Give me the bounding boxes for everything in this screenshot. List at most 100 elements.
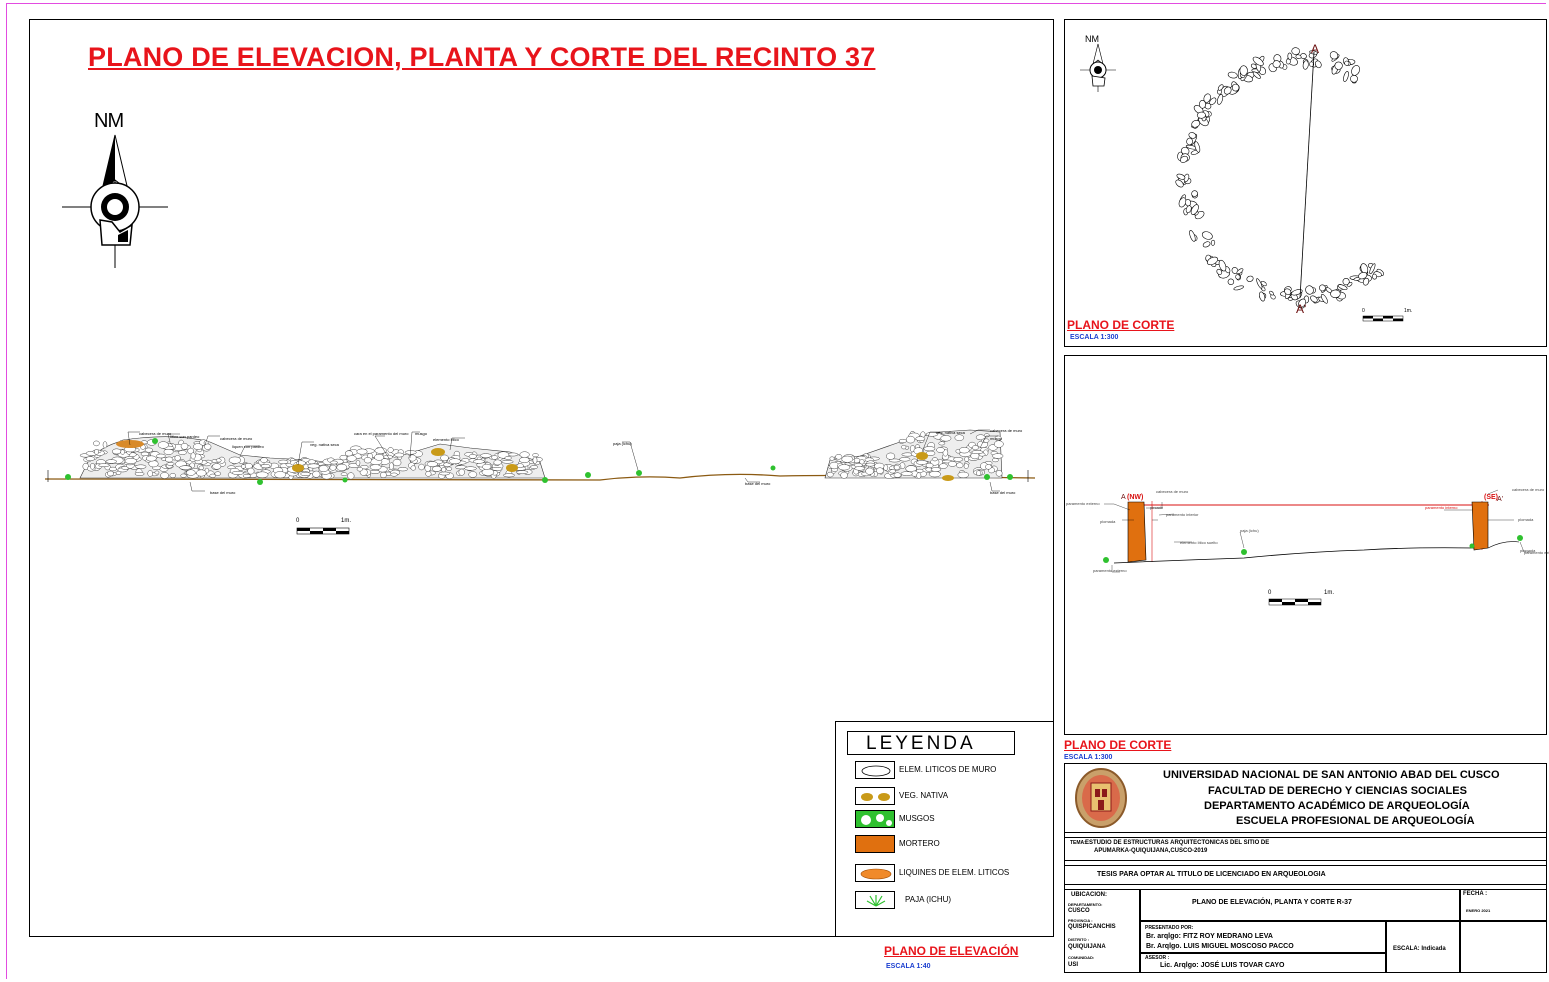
plan-stone bbox=[1188, 132, 1197, 139]
section-a: A bbox=[1121, 494, 1126, 501]
plan-stone bbox=[1362, 277, 1370, 286]
plan-stone bbox=[1218, 259, 1227, 272]
wall-stone bbox=[340, 472, 348, 477]
wall-stone bbox=[255, 471, 269, 479]
wall-stone bbox=[940, 435, 952, 442]
wall-stone bbox=[94, 448, 99, 455]
wall-stone bbox=[938, 463, 948, 469]
wall-stone bbox=[154, 470, 160, 475]
wall-stone bbox=[147, 470, 153, 477]
university-seal bbox=[1074, 767, 1128, 829]
wall-stone bbox=[963, 463, 969, 469]
wall-stone bbox=[458, 468, 465, 476]
plan-stone bbox=[1295, 54, 1302, 59]
wall-stone bbox=[169, 473, 177, 478]
school-name: ESCUELA PROFESIONAL DE ARQUEOLOGÍA bbox=[1236, 815, 1475, 827]
section-a2: A' bbox=[1497, 496, 1504, 503]
plan-stone bbox=[1196, 111, 1206, 119]
wall-stone bbox=[893, 464, 900, 471]
plan-stone bbox=[1284, 288, 1292, 295]
section-drawing bbox=[1103, 489, 1530, 573]
wall-stone bbox=[408, 454, 417, 462]
plan-stone bbox=[1231, 83, 1240, 92]
north-arrow-icon bbox=[62, 134, 168, 268]
wall-stone bbox=[389, 462, 394, 470]
wall-stone bbox=[994, 435, 1002, 441]
plan-stone bbox=[1330, 289, 1341, 299]
elevation-annotation: cabecera de muro bbox=[220, 436, 253, 441]
wall-stone bbox=[905, 435, 916, 444]
wall-stone bbox=[190, 452, 196, 460]
wall-stone bbox=[953, 457, 964, 462]
section-annotation: paramento externo bbox=[1524, 550, 1549, 555]
wall-stone bbox=[198, 465, 204, 471]
wall-stone bbox=[274, 471, 287, 479]
plan-stone bbox=[1216, 268, 1223, 275]
elevation-label: PLANO DE ELEVACIÓN bbox=[884, 944, 1019, 958]
wall-stone bbox=[339, 454, 348, 461]
wall-stone bbox=[930, 467, 942, 472]
elevation-annotation: cabecera de muro bbox=[990, 428, 1023, 433]
elevation-annotation: veg. nativa seca bbox=[310, 442, 339, 447]
plan-stone bbox=[1239, 65, 1248, 76]
wall-stone bbox=[387, 447, 394, 453]
wall-stone bbox=[865, 462, 876, 467]
wall-stone bbox=[865, 467, 874, 475]
wall-stone bbox=[493, 459, 502, 466]
plan-stone bbox=[1194, 141, 1201, 153]
wall-stone bbox=[307, 459, 316, 465]
wall-stone bbox=[829, 456, 835, 461]
wall-stone bbox=[102, 441, 108, 449]
wall-stone bbox=[369, 469, 381, 474]
wall-stone bbox=[356, 466, 363, 472]
wall-stone bbox=[374, 453, 385, 461]
plan-stone bbox=[1285, 58, 1291, 65]
plan-label: PLANO DE CORTE bbox=[1067, 318, 1175, 332]
section-scale: ESCALA 1:300 bbox=[1064, 754, 1113, 761]
plan-stone bbox=[1351, 65, 1361, 76]
wall-stone bbox=[231, 470, 245, 475]
wall-stone bbox=[491, 455, 498, 460]
section-annotation: paramento externo bbox=[1093, 568, 1127, 573]
wall-stone bbox=[957, 471, 970, 479]
wall-stone bbox=[179, 465, 192, 470]
section-annotation: cabecera de muro bbox=[1156, 489, 1189, 494]
wall-stone bbox=[425, 470, 432, 477]
wall-stone bbox=[356, 448, 368, 455]
plan-stone bbox=[1227, 278, 1235, 285]
wall-stone bbox=[109, 466, 117, 472]
plano-title: PLANO DE ELEVACIÓN, PLANTA Y CORTE R-37 bbox=[1192, 899, 1352, 906]
wall-stone bbox=[187, 447, 194, 455]
main-title: PLANO DE ELEVACION, PLANTA Y CORTE DEL R… bbox=[88, 42, 876, 72]
wall-stone bbox=[947, 461, 957, 467]
wall-stone bbox=[166, 462, 175, 466]
plan-stone bbox=[1191, 120, 1201, 128]
wall-stone bbox=[889, 469, 896, 474]
wall-stone bbox=[446, 466, 453, 471]
section-annotation: plomada bbox=[1518, 517, 1534, 522]
title-block-header bbox=[1064, 763, 1547, 833]
wall-stone bbox=[501, 460, 514, 464]
plan-stone bbox=[1217, 94, 1224, 105]
wall-stone bbox=[468, 471, 478, 478]
plan-stone bbox=[1259, 291, 1266, 302]
plan-stone bbox=[1189, 230, 1196, 242]
wall-stone bbox=[105, 459, 117, 464]
wall-stone bbox=[954, 434, 965, 441]
wall-stone bbox=[180, 473, 187, 478]
wall-stone bbox=[148, 460, 159, 468]
wall-stone bbox=[923, 446, 936, 452]
wall-stone bbox=[992, 453, 1004, 459]
plan-stone bbox=[1202, 241, 1211, 248]
wall-stone bbox=[971, 450, 984, 454]
wall-stone bbox=[931, 457, 938, 462]
north-arrow-small-icon bbox=[1080, 43, 1116, 92]
wall-stone bbox=[995, 470, 1003, 477]
section-annotation: elemento lítico suelto bbox=[1180, 540, 1218, 545]
wall-stone bbox=[330, 460, 338, 465]
wall-stone bbox=[432, 466, 442, 472]
plan-stone bbox=[1371, 273, 1378, 280]
wall-stone bbox=[925, 432, 939, 437]
elevation-annotation: base del muro bbox=[210, 490, 236, 495]
wall-stone bbox=[260, 464, 271, 469]
